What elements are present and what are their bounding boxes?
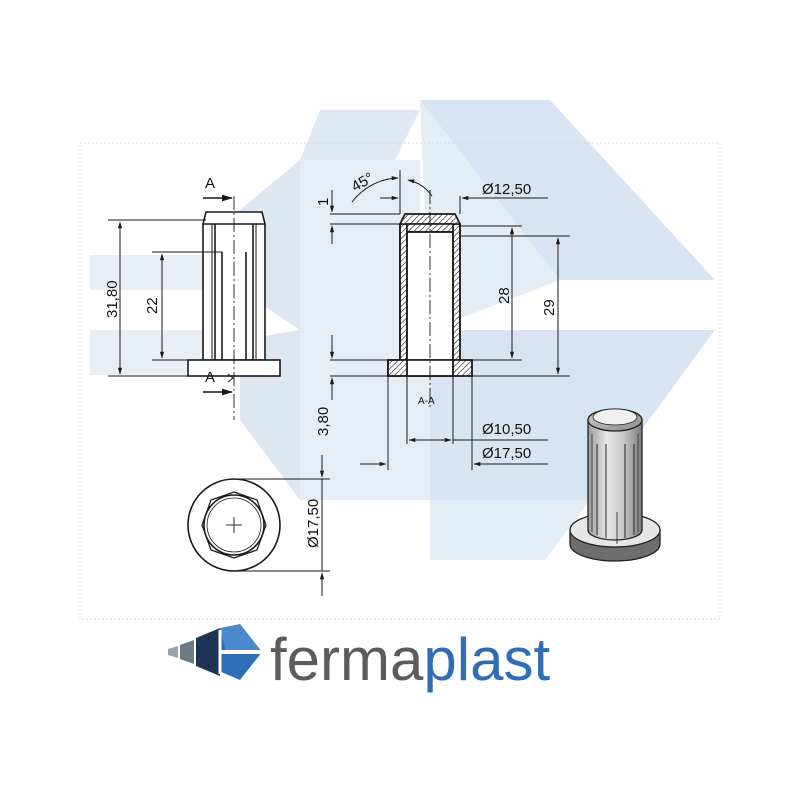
drawing-frame xyxy=(79,142,721,620)
dim-overall-height: 31,80 xyxy=(104,280,121,318)
dim-wall-height: 28 xyxy=(496,287,513,304)
dim-flange-thickness: 3,80 xyxy=(315,407,332,436)
front-view xyxy=(187,194,281,420)
dim-bottom-view-diameter: Ø17,50 xyxy=(305,499,322,548)
dim-flange-diameter: Ø17,50 xyxy=(482,445,531,462)
fermaplast-emblem-icon xyxy=(168,624,262,680)
svg-text:fermaplast: fermaplast xyxy=(270,626,550,693)
dim-top-thickness: 1 xyxy=(315,198,332,206)
brand-name-plast: plast xyxy=(423,626,550,693)
section-view-dimensions xyxy=(329,170,570,470)
dim-body-height: 29 xyxy=(541,299,558,316)
section-label: A-A xyxy=(418,396,435,407)
dim-top-diameter: Ø12,50 xyxy=(482,181,531,198)
dim-inner-diameter: Ø10,50 xyxy=(482,421,531,438)
section-mark-bottom: A xyxy=(205,369,215,386)
bottom-view-dimensions xyxy=(234,455,330,596)
section-view xyxy=(387,190,473,410)
dim-slot-length: 22 xyxy=(144,297,161,314)
front-view-dimensions xyxy=(108,219,222,377)
fermaplast-logo: fermaplast xyxy=(168,624,550,693)
brand-name-ferma: ferma xyxy=(270,626,424,693)
bottom-view xyxy=(187,478,281,572)
section-mark-top: A xyxy=(205,175,215,192)
isometric-view xyxy=(569,408,661,562)
